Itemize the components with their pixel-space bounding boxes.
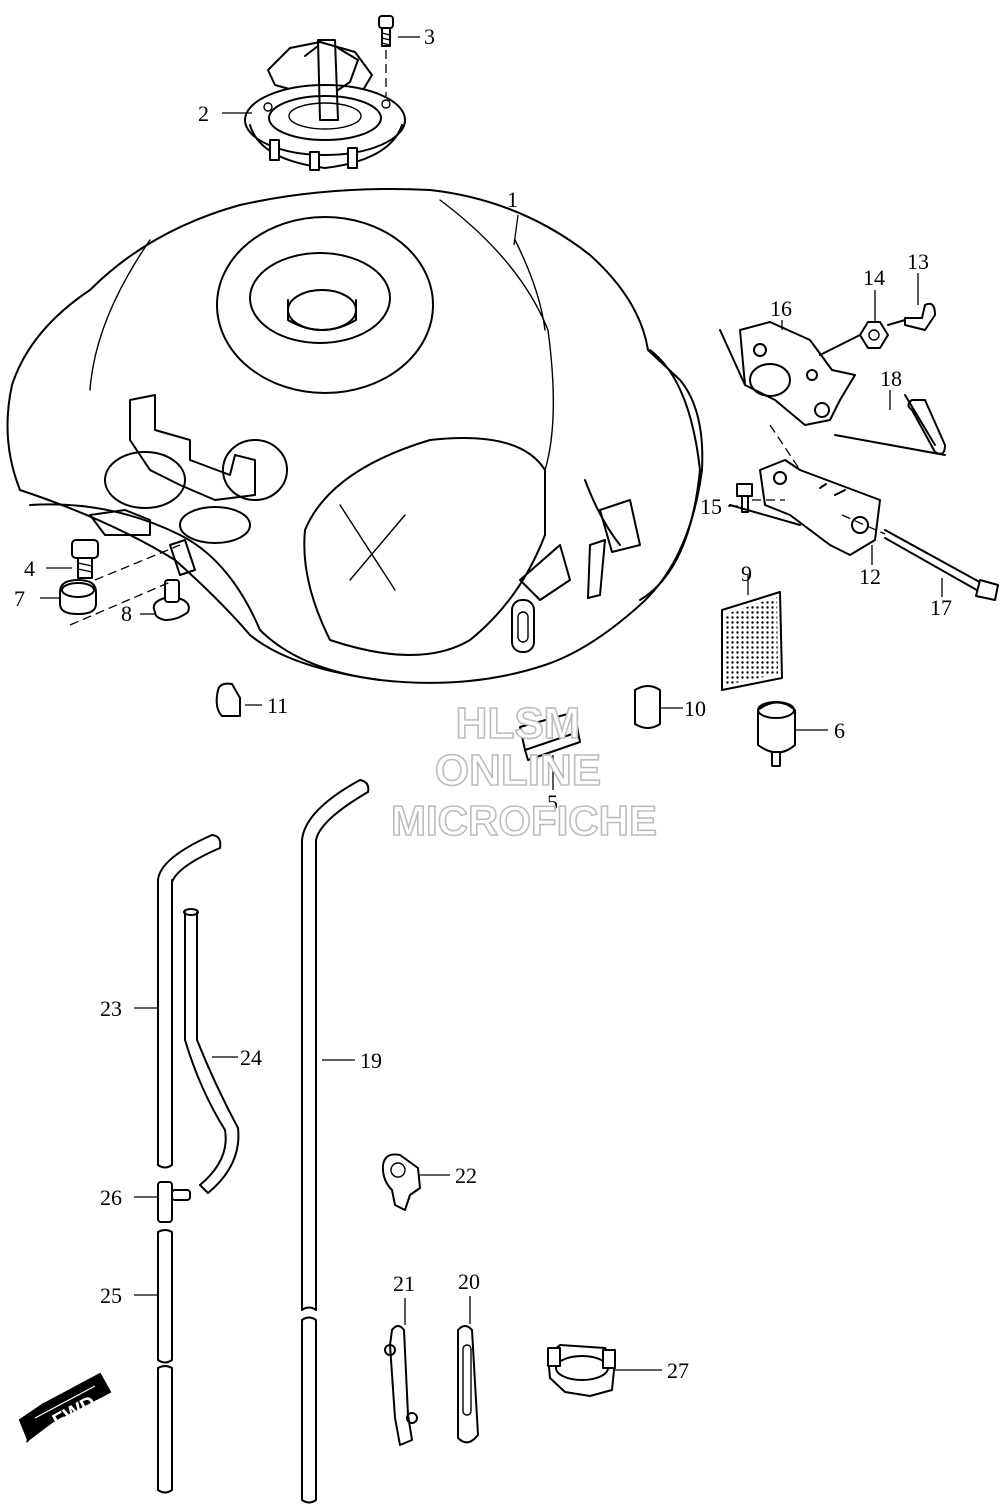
callout-numbers: 1 2 3 4 5 6 7 8 9 10 11 12 13 14 15 16 1…: [14, 24, 952, 1383]
watermark-line-1: HLSM: [456, 699, 581, 748]
callout-21: 21: [393, 1271, 415, 1296]
breather-hose-19: [301, 779, 370, 1504]
callout-25: 25: [100, 1283, 122, 1308]
callout-2: 2: [198, 101, 209, 126]
watermark: HLSM ONLINE MICROFICHE: [390, 698, 658, 845]
hose-set-left: [157, 834, 240, 1494]
callout-24: 24: [240, 1045, 262, 1070]
small-parts-top: [215, 682, 796, 767]
hose-clamp-22: [381, 1153, 421, 1211]
callout-10: 10: [684, 696, 706, 721]
clamp-20-21: [384, 1325, 479, 1446]
callout-6: 6: [834, 718, 845, 743]
callout-14: 14: [863, 265, 885, 290]
callout-9: 9: [741, 561, 752, 586]
callout-23: 23: [100, 996, 122, 1021]
callout-12: 12: [859, 564, 881, 589]
fwd-direction-badge: FWD: [18, 1372, 112, 1443]
watermark-line-3: MICROFICHE: [391, 797, 657, 844]
callout-5: 5: [547, 790, 558, 815]
tank-mount-hardware: [59, 539, 190, 626]
cap-bolt: [378, 15, 394, 98]
fuel-tank: [6, 188, 704, 684]
leader-lines: [40, 36, 943, 1371]
callout-16: 16: [770, 296, 792, 321]
bracket-assembly: [719, 302, 999, 601]
callout-22: 22: [455, 1163, 477, 1188]
callout-3: 3: [424, 24, 435, 49]
callout-13: 13: [907, 249, 929, 274]
hose-clip-27: [547, 1344, 616, 1397]
fuel-cap-assembly: [244, 39, 406, 171]
callout-7: 7: [14, 586, 25, 611]
callout-1: 1: [507, 187, 518, 212]
callout-11: 11: [267, 693, 288, 718]
callout-8: 8: [121, 601, 132, 626]
callout-20: 20: [458, 1269, 480, 1294]
callout-17: 17: [930, 595, 952, 620]
reflector-pad: [721, 591, 783, 691]
callout-26: 26: [100, 1185, 122, 1210]
callout-15: 15: [700, 494, 722, 519]
callout-18: 18: [880, 366, 902, 391]
callout-4: 4: [24, 556, 35, 581]
callout-19: 19: [360, 1048, 382, 1073]
callout-27: 27: [667, 1358, 689, 1383]
watermark-line-2: ONLINE: [435, 746, 601, 795]
